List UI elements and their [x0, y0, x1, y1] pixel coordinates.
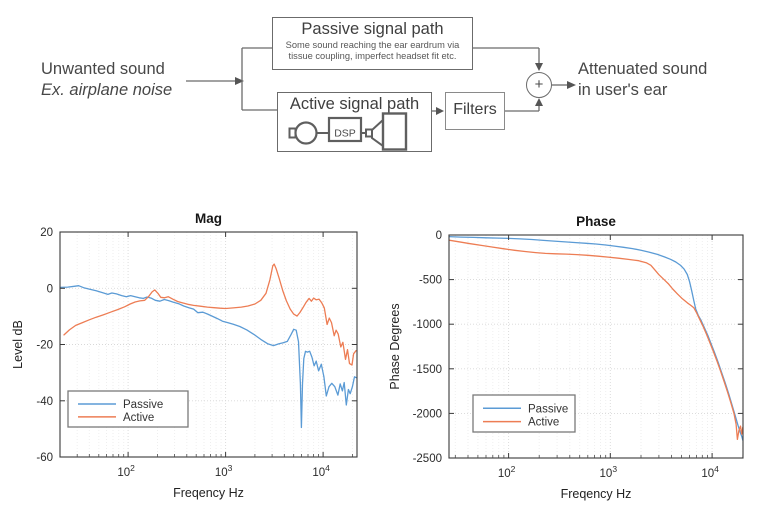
- output-label: Attenuated sound in user's ear: [578, 59, 707, 101]
- active-path-title: Active signal path: [289, 95, 420, 113]
- legend: [67, 390, 189, 428]
- y-tick-label: 0: [436, 230, 442, 242]
- x-tick-label: 103: [215, 463, 233, 479]
- passive-subtext-line2: tissue coupling, imperfect headset fit e…: [288, 51, 457, 61]
- x-tick-label: 103: [600, 464, 618, 480]
- y-tick-label: -60: [36, 452, 53, 464]
- active-series-line: [449, 239, 743, 441]
- plus-symbol: +: [534, 76, 544, 93]
- filters-box: Filters: [445, 92, 505, 130]
- y-tick-label: -20: [36, 340, 53, 352]
- y-axis-label: Phase Degrees: [388, 303, 402, 389]
- speaker-icon: [381, 112, 408, 151]
- sum-junction: +: [526, 72, 552, 98]
- output-label-line1: Attenuated sound: [578, 60, 708, 78]
- passive-path-subtext: Some sound reaching the ear eardrum via …: [273, 40, 472, 62]
- passive-path-title: Passive signal path: [301, 20, 444, 38]
- passive-subtext-line1: Some sound reaching the ear eardrum via: [285, 40, 460, 50]
- passive-series-line: [60, 285, 357, 429]
- x-tick-label: 104: [701, 464, 719, 480]
- dsp-label: DSP: [334, 128, 356, 140]
- y-axis-label: Level dB: [11, 320, 25, 369]
- legend: [472, 394, 576, 433]
- y-tick-label: -1000: [413, 319, 442, 331]
- chart-title: Mag: [195, 211, 222, 226]
- filters-label: Filters: [453, 101, 497, 118]
- active-series-line: [63, 263, 357, 366]
- y-tick-label: 20: [40, 227, 53, 239]
- active-path-box: Active signal path DSP: [277, 92, 432, 152]
- input-label-line1: Unwanted sound: [41, 60, 165, 78]
- passive-path-box: Passive signal path Some sound reaching …: [272, 17, 473, 70]
- legend-label: Passive: [123, 399, 163, 411]
- x-axis-label: Freqency Hz: [561, 487, 632, 501]
- x-tick-label: 102: [498, 464, 516, 480]
- y-tick-label: -2000: [413, 408, 442, 420]
- output-label-line2: in user's ear: [578, 81, 668, 99]
- phase-chart: 0 -500 -1000 -1500 -2000 -2500 102 103 104 PhaseF…: [388, 214, 744, 501]
- active-path-icons: DSP: [288, 112, 408, 151]
- y-tick-label: -2500: [413, 453, 442, 465]
- diagram-connectors: [186, 47, 576, 115]
- speaker-icon: [371, 117, 384, 148]
- legend-label: Passive: [528, 403, 568, 415]
- legend-label: Active: [528, 417, 559, 429]
- x-axis-label: Freqency Hz: [173, 486, 244, 500]
- input-label: Unwanted sound Ex. airplane noise: [41, 59, 172, 101]
- y-tick-label: 0: [47, 283, 53, 295]
- axes-box: [448, 234, 744, 459]
- chart-title: Phase: [576, 214, 616, 229]
- microphone-icon: [294, 121, 318, 145]
- y-tick-label: -40: [36, 396, 53, 408]
- x-tick-label: 104: [312, 463, 330, 479]
- legend-label: Active: [123, 412, 154, 424]
- input-label-line2: Ex. airplane noise: [41, 81, 173, 99]
- dsp-box: [327, 116, 363, 143]
- y-tick-label: -1500: [413, 364, 442, 376]
- x-tick-label: 102: [117, 463, 135, 479]
- y-tick-label: -500: [419, 275, 442, 287]
